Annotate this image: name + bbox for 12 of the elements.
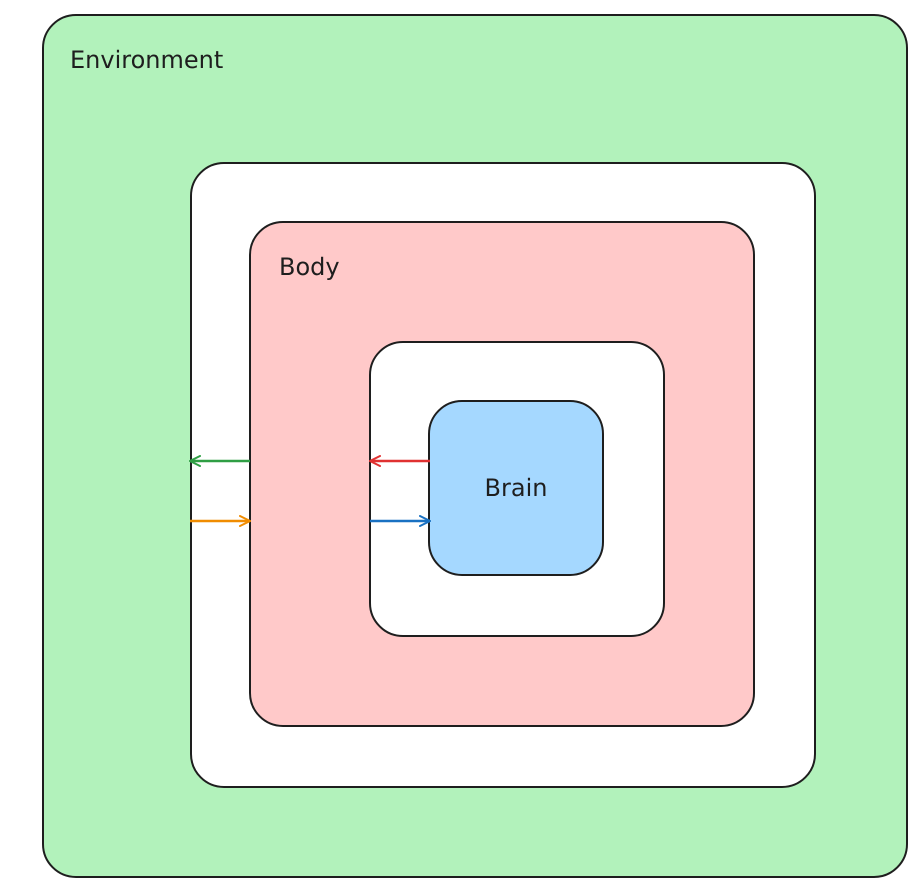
- arrow: [369, 455, 430, 467]
- boundary-box: [190, 162, 816, 788]
- boundary-box: [368, 340, 664, 636]
- node-label: Brain: [484, 474, 548, 502]
- environment-box: [42, 14, 908, 878]
- brain-box: [428, 400, 604, 576]
- node-label: Environment: [70, 46, 224, 74]
- arrow: [189, 455, 250, 467]
- arrow: [190, 515, 251, 527]
- body-box: [249, 221, 755, 727]
- node-label: Body: [279, 253, 340, 281]
- arrow: [370, 515, 431, 527]
